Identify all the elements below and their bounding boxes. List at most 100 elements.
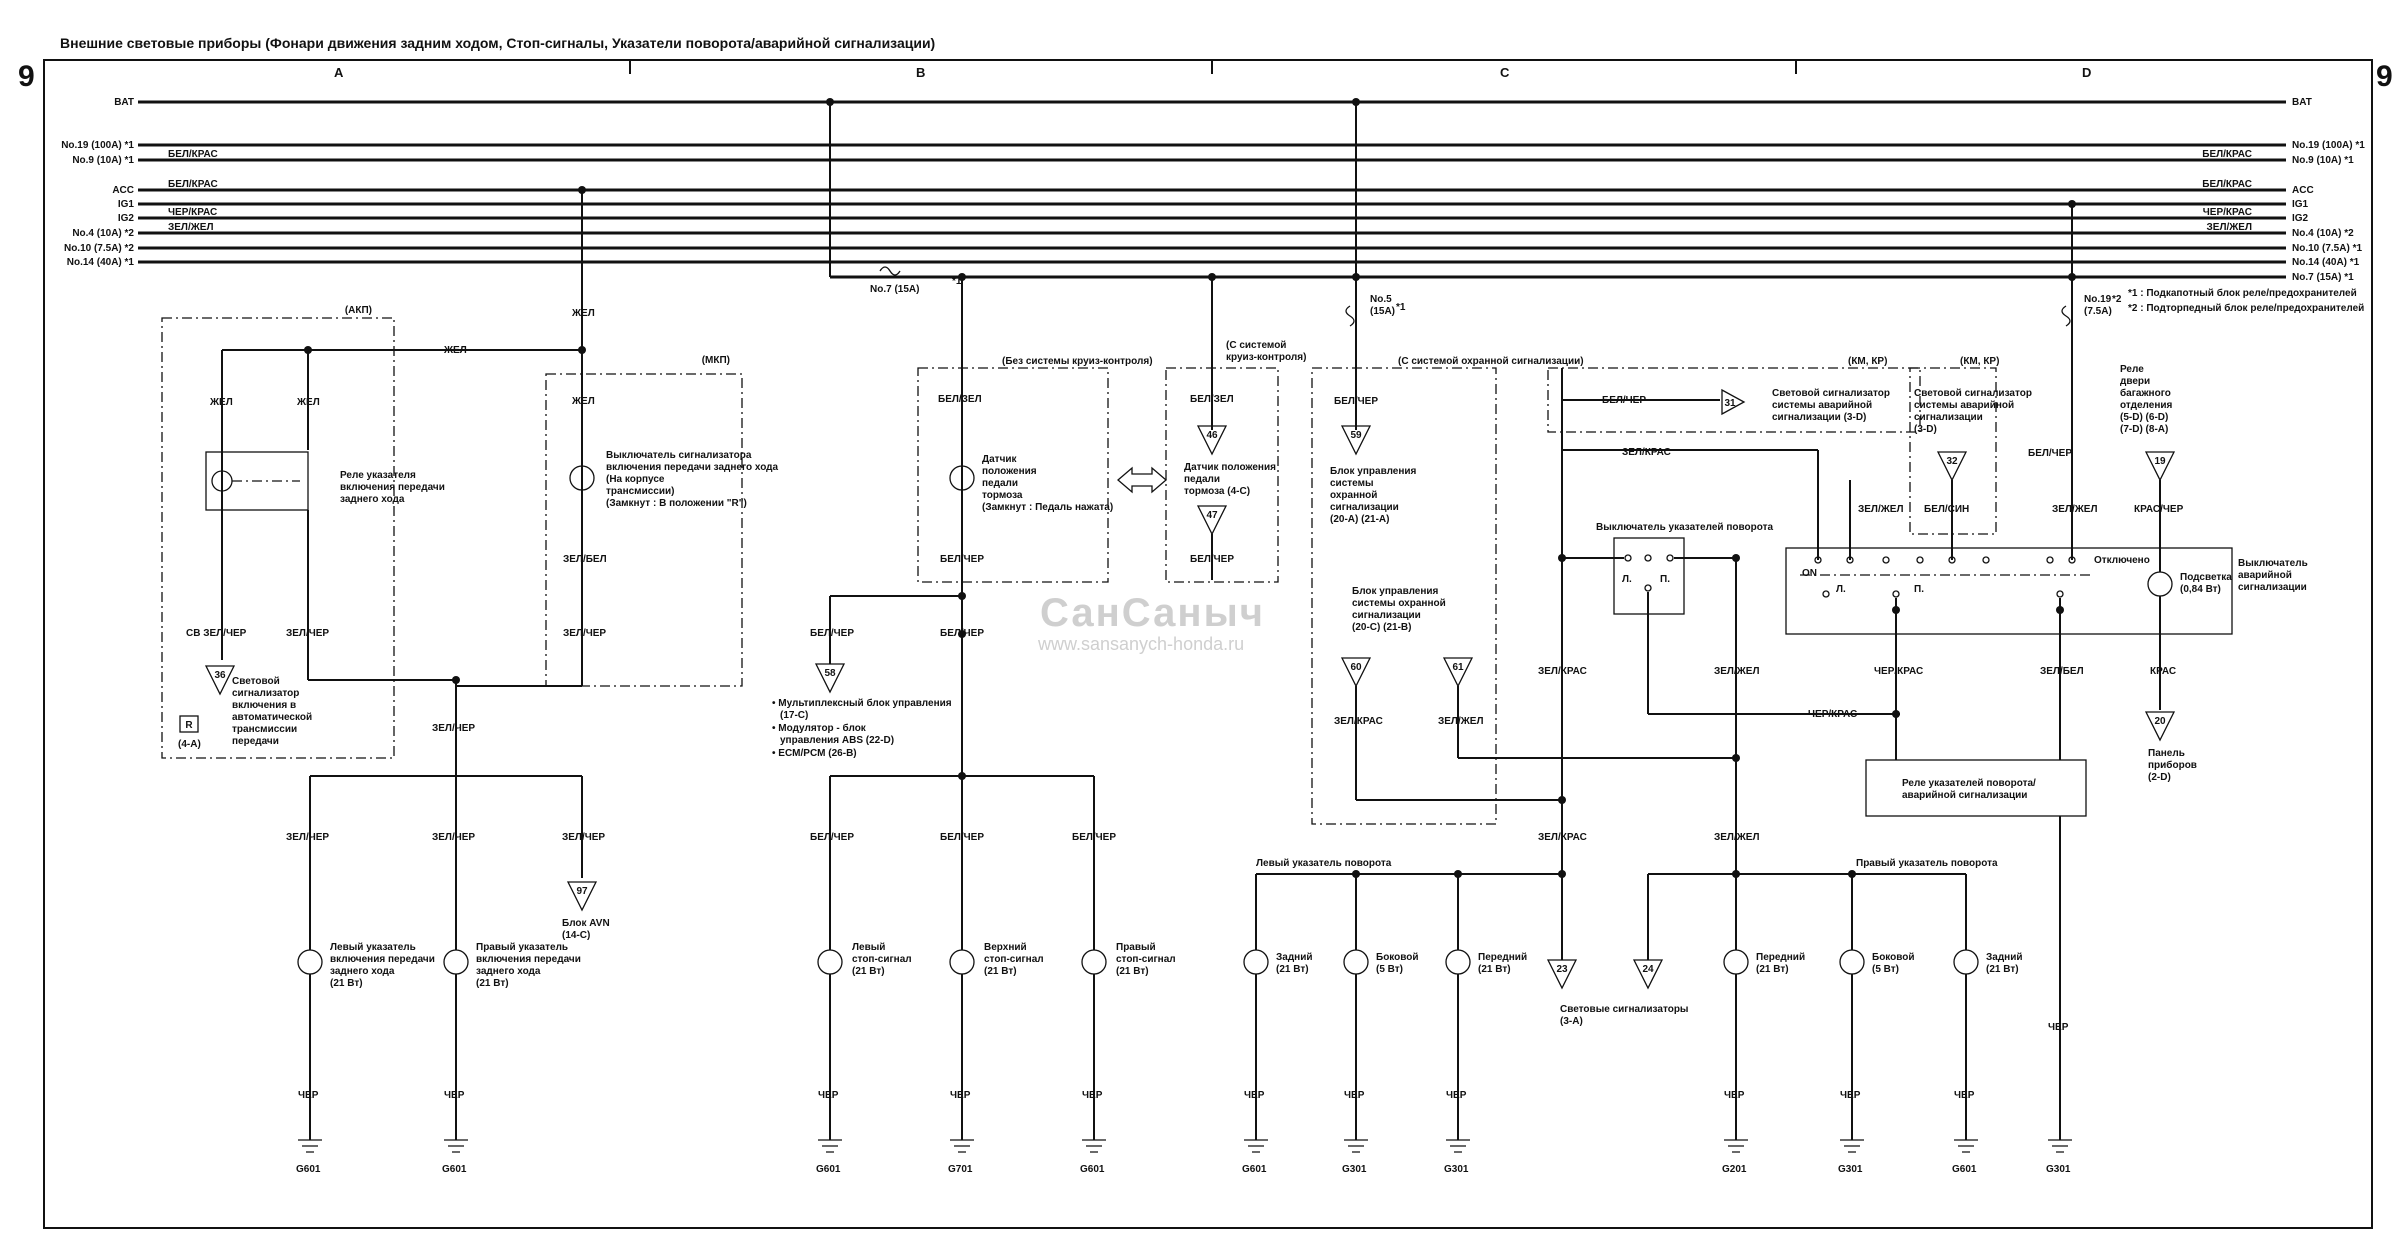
section-d: (КМ, КР) БЕЛ/ЧЕР 31 Световой сигнализато… xyxy=(1547,200,2308,1175)
svg-text:включения передачи: включения передачи xyxy=(330,954,435,965)
svg-text:(21 Вт): (21 Вт) xyxy=(1276,964,1309,975)
svg-text:Л.: Л. xyxy=(1622,574,1632,585)
svg-text:ACC: ACC xyxy=(112,185,134,196)
diagram-title: Внешние световые приборы (Фонари движени… xyxy=(60,35,935,51)
svg-text:36: 36 xyxy=(214,670,226,681)
svg-text:отделения: отделения xyxy=(2120,400,2173,411)
svg-text:IG1: IG1 xyxy=(2292,199,2309,210)
section-b: No.7 (15A) *1 (Без системы круиз-контрол… xyxy=(772,98,1306,1175)
svg-text:No.9 (10A) *1: No.9 (10A) *1 xyxy=(2292,155,2354,166)
svg-text:ЗЕЛ/КРАС: ЗЕЛ/КРАС xyxy=(1538,832,1587,843)
svg-text:ЧЕР: ЧЕР xyxy=(1840,1090,1861,1101)
svg-text:БЕЛ/ЧЕР: БЕЛ/ЧЕР xyxy=(1602,395,1646,406)
svg-text:Передний: Передний xyxy=(1756,952,1805,963)
reverse-relay xyxy=(205,451,309,511)
svg-text:БЕЛ/ЧЕР: БЕЛ/ЧЕР xyxy=(940,554,984,565)
svg-text:ЗЕЛ/КРАС: ЗЕЛ/КРАС xyxy=(1538,666,1587,677)
mkp-box xyxy=(545,373,743,687)
svg-text:ЧЕР: ЧЕР xyxy=(1344,1090,1365,1101)
svg-text:ЧЕР: ЧЕР xyxy=(444,1090,465,1101)
svg-text:(АКП): (АКП) xyxy=(345,305,372,316)
svg-text:приборов: приборов xyxy=(2148,759,2197,771)
svg-text:Световой сигнализатор: Световой сигнализатор xyxy=(1914,388,2032,399)
svg-text:Световой сигнализатор: Световой сигнализатор xyxy=(1772,388,1890,399)
svg-text:Левый указатель: Левый указатель xyxy=(330,942,416,953)
svg-text:(Замкнут : Педаль нажата): (Замкнут : Педаль нажата) xyxy=(982,502,1113,513)
stop-lamp-upper xyxy=(949,949,975,975)
svg-text:ЖЕЛ: ЖЕЛ xyxy=(571,396,595,407)
svg-text:педали: педали xyxy=(982,478,1018,489)
svg-text:круиз-контроля): круиз-контроля) xyxy=(1226,352,1306,363)
svg-text:стоп-сигнал: стоп-сигнал xyxy=(1116,954,1176,965)
svg-text:Реле: Реле xyxy=(2120,364,2144,375)
left-front-turn-lamp xyxy=(1445,949,1471,975)
svg-text:23: 23 xyxy=(1556,964,1568,975)
svg-text:No.4 (10A) *2: No.4 (10A) *2 xyxy=(2292,228,2354,239)
svg-text:(21 Вт): (21 Вт) xyxy=(1756,964,1789,975)
svg-text:охранной: охранной xyxy=(1330,490,1377,501)
svg-text:Отключено: Отключено xyxy=(2094,555,2150,566)
svg-text:ЗЕЛ/ЧЕР: ЗЕЛ/ЧЕР xyxy=(286,628,329,639)
svg-text:G601: G601 xyxy=(1952,1164,1977,1175)
svg-text:No.5: No.5 xyxy=(1370,294,1392,305)
svg-text:Левый указатель поворота: Левый указатель поворота xyxy=(1256,858,1392,869)
svg-text:Верхний: Верхний xyxy=(984,942,1027,953)
svg-text:No.4 (10A) *2: No.4 (10A) *2 xyxy=(72,228,134,239)
svg-text:ЧЕР: ЧЕР xyxy=(818,1090,839,1101)
svg-text:включения передачи: включения передачи xyxy=(340,482,445,493)
svg-text:БЕЛ/КРАС: БЕЛ/КРАС xyxy=(168,149,218,160)
svg-text:ON: ON xyxy=(1802,568,1817,579)
svg-text:ЗЕЛ/ЧЕР: ЗЕЛ/ЧЕР xyxy=(432,832,475,843)
svg-text:ЧЕР: ЧЕР xyxy=(1244,1090,1265,1101)
svg-text:БЕЛ/ЧЕР: БЕЛ/ЧЕР xyxy=(1072,832,1116,843)
svg-text:ЧЕР: ЧЕР xyxy=(1954,1090,1975,1101)
svg-text:G601: G601 xyxy=(1080,1164,1105,1175)
connector-20 xyxy=(2144,711,2176,742)
svg-text:(5 Вт): (5 Вт) xyxy=(1376,964,1403,975)
fuse-5 xyxy=(1345,305,1355,327)
svg-text:(17-C): (17-C) xyxy=(780,710,808,721)
svg-text:ЗЕЛ/ЖЕЛ: ЗЕЛ/ЖЕЛ xyxy=(1438,716,1483,727)
svg-text:No.14 (40A) *1: No.14 (40A) *1 xyxy=(2292,257,2360,268)
svg-text:(21 Вт): (21 Вт) xyxy=(1478,964,1511,975)
svg-text:31: 31 xyxy=(1724,398,1736,409)
svg-text:47: 47 xyxy=(1206,510,1218,521)
page-number-right: 9 xyxy=(2376,60,2393,93)
svg-text:Выключатель: Выключатель xyxy=(2238,558,2308,569)
svg-text:Передний: Передний xyxy=(1478,952,1527,963)
svg-text:ЗЕЛ/ЧЕР: ЗЕЛ/ЧЕР xyxy=(562,832,605,843)
no-cruise-box xyxy=(917,367,1109,583)
svg-text:ЗЕЛ/БЕЛ: ЗЕЛ/БЕЛ xyxy=(563,554,607,565)
bus-wire-colors-left: БЕЛ/КРАС БЕЛ/КРАС ЧЕР/КРАС ЗЕЛ/ЖЕЛ xyxy=(168,149,218,233)
svg-text:ЧЕР: ЧЕР xyxy=(1082,1090,1103,1101)
svg-text:ЧЕР: ЧЕР xyxy=(1724,1090,1745,1101)
svg-text:СанСаныч: СанСаныч xyxy=(1040,591,1265,635)
svg-text:No.10 (7.5A) *1: No.10 (7.5A) *1 xyxy=(2292,243,2362,254)
svg-text:G701: G701 xyxy=(948,1164,973,1175)
connector-24 xyxy=(1632,959,1664,990)
svg-text:G601: G601 xyxy=(816,1164,841,1175)
cruise-box xyxy=(1165,367,1279,583)
svg-text:Датчик: Датчик xyxy=(982,454,1018,465)
svg-text:Л.: Л. xyxy=(1836,584,1846,595)
svg-text:включения в: включения в xyxy=(232,700,296,711)
svg-text:(5-D) (6-D): (5-D) (6-D) xyxy=(2120,412,2168,423)
svg-text:*2 : Подторпедный блок реле/пр: *2 : Подторпедный блок реле/предохраните… xyxy=(2128,302,2364,314)
svg-text:IG2: IG2 xyxy=(118,213,135,224)
svg-text:www.sansanych-honda.ru: www.sansanych-honda.ru xyxy=(1037,634,1244,654)
connector-46 xyxy=(1196,425,1228,456)
svg-text:(С системой охранной сигнализа: (С системой охранной сигнализации) xyxy=(1398,356,1584,367)
hazard-backlight xyxy=(2147,571,2173,597)
svg-text:аварийной: аварийной xyxy=(2238,570,2292,581)
svg-text:ЗЕЛ/ЧЕР: ЗЕЛ/ЧЕР xyxy=(286,832,329,843)
svg-text:BAT: BAT xyxy=(2292,97,2312,108)
fuse-19 xyxy=(2061,305,2071,327)
svg-text:БЕЛ/ЧЕР: БЕЛ/ЧЕР xyxy=(940,628,984,639)
notes: *1 : Подкапотный блок реле/предохранител… xyxy=(2128,287,2364,314)
section-c: No.5 (15A) *1 (С системой охранной сигна… xyxy=(1242,98,2023,1175)
svg-text:• ECM/PCM (26-B): • ECM/PCM (26-B) xyxy=(772,748,857,759)
svg-text:ЖЕЛ: ЖЕЛ xyxy=(209,397,233,408)
svg-text:(21 Вт): (21 Вт) xyxy=(852,966,885,977)
svg-text:включения передачи: включения передачи xyxy=(476,954,581,965)
svg-text:G201: G201 xyxy=(1722,1164,1747,1175)
